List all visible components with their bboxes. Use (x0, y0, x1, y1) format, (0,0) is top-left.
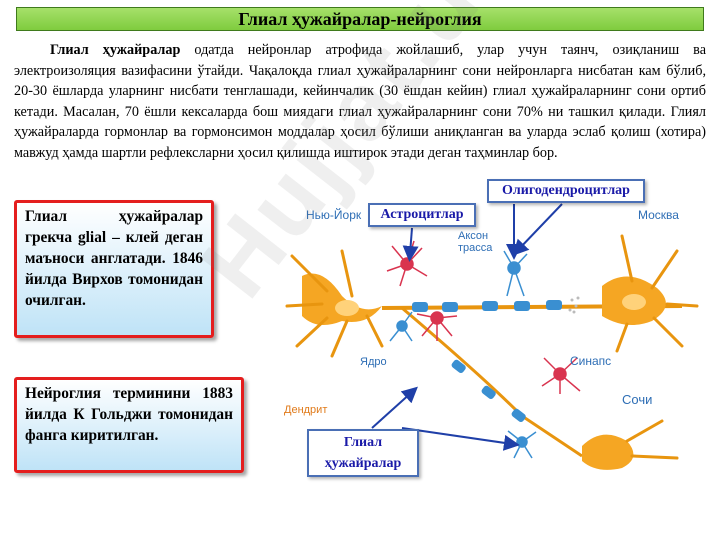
arrow-oligo-1 (512, 203, 563, 256)
myelin-sheath (412, 300, 562, 423)
label-axon-2: трасса (458, 242, 493, 254)
label-new-york: Нью-Йорк (306, 208, 362, 222)
callout-oligodendrocytes: Олигодендроцитлар (487, 179, 645, 203)
label-axon-1: Аксон (458, 230, 489, 242)
neuroglia-term-text: Нейроглия терминини 1883 йилда К Гольджи… (25, 385, 233, 444)
callout-astrocytes: Астроцитлар (368, 203, 476, 227)
title-bar: Глиал ҳужайралар-нейроглия (16, 7, 704, 31)
astrocyte-2 (416, 311, 458, 341)
label-sochi: Сочи (622, 392, 653, 407)
callout-glial-cells: Глиал ҳужайралар (307, 429, 419, 477)
label-nucleus: Ядро (360, 356, 387, 368)
label-synapse: Синапс (570, 354, 612, 368)
arrow-astro (402, 227, 419, 262)
glial-cell-2 (389, 311, 413, 342)
neuron-diagram: Нью-Йорк Москва Аксон трасса Ядро Синапс… (282, 196, 702, 476)
neuroglia-term-box: Нейроглия терминини 1883 йилда К Гольджи… (14, 377, 244, 473)
neuron-diagram-svg (285, 234, 699, 470)
page-title: Глиал ҳужайралар-нейроглия (238, 8, 482, 29)
callout-glial-line1: Глиал (343, 435, 383, 450)
neuron-lower (582, 419, 679, 470)
intro-lead: Глиал ҳужайралар (50, 42, 181, 58)
neuron-left-nucleus (335, 300, 359, 316)
arrow-glial-1 (371, 386, 418, 429)
glial-definition-box: Глиал ҳужайралар грекча glial – клей дег… (14, 200, 214, 338)
callout-arrows (371, 203, 563, 451)
callout-glial-line2: ҳужайралар (324, 456, 402, 471)
synapse-dots (568, 296, 580, 314)
neuron-left (285, 249, 384, 358)
callout-oligodendrocytes-label: Олигодендроцитлар (502, 183, 630, 198)
callout-astrocytes-label: Астроцитлар (380, 207, 464, 222)
label-dendrite: Дендрит (284, 404, 328, 416)
glial-definition-text: Глиал ҳужайралар грекча glial – клей дег… (25, 208, 203, 309)
neuron-right-nucleus (622, 294, 646, 310)
arrow-glial-2 (401, 427, 520, 451)
intro-text: одатда нейронлар атрофида жойлашиб, улар… (14, 42, 706, 161)
astrocyte-3 (541, 357, 581, 394)
intro-paragraph: Глиал ҳужайралар одатда нейронлар атрофи… (14, 40, 706, 164)
label-moscow: Москва (638, 208, 679, 222)
